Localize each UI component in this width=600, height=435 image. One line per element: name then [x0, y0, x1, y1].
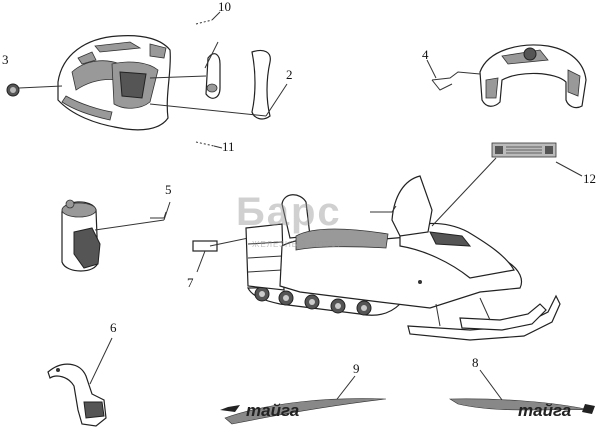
decal-brand-left: тайга: [246, 401, 300, 420]
callout-3: 3: [2, 52, 9, 67]
callout-2: 2: [286, 67, 293, 82]
badge-part-3: [6, 83, 20, 97]
decal-part-7: [192, 240, 218, 252]
trim-strip-part-2: [251, 49, 271, 120]
seat-back-part-4: [479, 44, 587, 109]
callout-10: 10: [218, 0, 231, 14]
callout-11: 11: [222, 139, 235, 154]
decal-swoosh-part-9: [220, 398, 387, 425]
rear-flap-part-6: [47, 363, 107, 427]
decal-swoosh-part-8: [448, 398, 595, 414]
watermark-logo: Барс: [236, 190, 342, 234]
callout-6: 6: [110, 320, 117, 335]
hood-cowl-part: [57, 35, 171, 131]
decal-brand-right: тайга: [518, 401, 572, 420]
small-part-11: [195, 141, 223, 149]
callout-4: 4: [422, 47, 429, 62]
callout-5: 5: [165, 182, 172, 197]
windshield-part: [205, 53, 221, 99]
callout-12: 12: [583, 171, 596, 186]
watermark-subtitle: ЖЕЛЕЗНЫЙ МОТОР: [252, 240, 344, 249]
callout-9: 9: [353, 361, 360, 376]
callout-8: 8: [472, 355, 479, 370]
callout-7: 7: [187, 275, 194, 290]
snowmobile-assembly: [245, 175, 561, 341]
small-part-10: [195, 11, 221, 25]
fuel-tank-part-5: [61, 199, 101, 272]
info-plate-part-12: [491, 142, 557, 158]
